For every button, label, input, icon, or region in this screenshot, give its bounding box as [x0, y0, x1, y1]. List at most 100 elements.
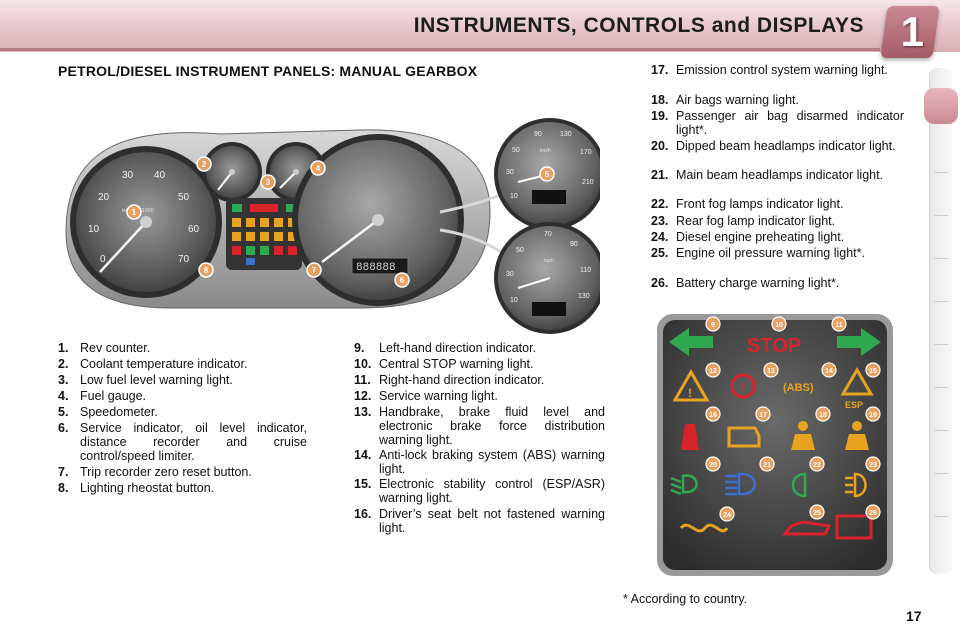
callout-17: 17: [755, 406, 771, 422]
item-number: 14.: [354, 448, 372, 462]
item-number: 4.: [58, 389, 69, 403]
oil-pressure-icon: [782, 520, 832, 536]
battery-icon: [835, 514, 873, 540]
item-number: 19.: [651, 109, 669, 123]
item-text: Service indicator, oil level indicator, …: [80, 421, 307, 463]
item-text: Driver’s seat belt not fastened warning …: [379, 507, 605, 535]
mph-tick: 110: [580, 267, 591, 274]
item-text: Main beam headlamps indicator light.: [676, 168, 884, 182]
footnote: * According to country.: [623, 592, 748, 606]
svg-text:26: 26: [869, 510, 877, 517]
mph-tick: 10: [510, 297, 518, 304]
speedometer-dial: 888888: [292, 134, 464, 306]
callout-13: 13: [763, 362, 779, 378]
callout-14: 14: [821, 362, 837, 378]
list-item: 25.Engine oil pressure warning light*.: [651, 246, 904, 260]
item-text: Rev counter.: [80, 341, 151, 355]
list-item: 2.Coolant temperature indicator.: [58, 357, 307, 371]
list-item: 19. Passenger air bag disarmed indicator …: [651, 109, 904, 137]
tab-divider: [934, 344, 948, 345]
callout-24: 24: [719, 506, 735, 522]
kmh-tick: 90: [534, 131, 542, 138]
rev-tick-label: 70: [178, 254, 190, 265]
item-number: 5.: [58, 405, 69, 419]
callout-16: 16: [705, 406, 721, 422]
list-item: 20.Dipped beam headlamps indicator light…: [651, 139, 904, 153]
dipped-beam-icon: [670, 474, 698, 496]
kmh-tick: 170: [580, 149, 592, 156]
item-number: 26.: [651, 276, 669, 290]
svg-text:14: 14: [825, 368, 833, 375]
callout-23: 23: [865, 456, 881, 472]
svg-text:6: 6: [400, 276, 405, 285]
callout-15: 15: [865, 362, 881, 378]
list-item: 15.Electronic stability control (ESP/ASR…: [354, 477, 605, 505]
list-item: 4. Fuel gauge.: [58, 389, 307, 403]
kmh-unit: km/h: [540, 148, 551, 154]
svg-text:17: 17: [759, 412, 767, 419]
page-title: INSTRUMENTS, CONTROLS and DISPLAYS: [413, 14, 864, 37]
item-text: Trip recorder zero reset button.: [80, 465, 252, 479]
svg-text:(ABS): (ABS): [783, 382, 814, 394]
callout-18: 18: [815, 406, 831, 422]
svg-text:!: !: [740, 380, 744, 394]
chapter-tab-active[interactable]: [924, 88, 958, 124]
item-text: Passenger air bag disarmed indicator lig…: [676, 109, 904, 137]
item-number: 18.: [651, 93, 669, 107]
item-text: Service warning light.: [379, 389, 498, 403]
coolant-gauge: [202, 142, 262, 202]
engine-warning-icon: [727, 426, 761, 448]
service-warning-icon: [672, 368, 710, 402]
list-item: 11.Right-hand direction indicator.: [354, 373, 605, 387]
mph-tick: 90: [570, 241, 578, 248]
rev-tick-label: 10: [88, 224, 100, 235]
rev-tick-label: 40: [154, 170, 166, 181]
tab-divider: [934, 473, 948, 474]
callout-26: 26: [865, 504, 881, 520]
svg-text:21: 21: [763, 462, 771, 469]
svg-text:12: 12: [709, 368, 717, 375]
kmh-tick: 30: [506, 169, 514, 176]
speedometer-needle: [321, 219, 379, 263]
section-title: PETROL/DIESEL INSTRUMENT PANELS: MANUAL …: [58, 63, 478, 79]
svg-text:ESP: ESP: [845, 400, 863, 410]
right-indicator-icon: [837, 328, 881, 356]
abs-warning-icon: (ABS): [783, 382, 814, 394]
item-number: 10.: [354, 357, 372, 371]
svg-text:19: 19: [869, 412, 877, 419]
item-text: Low fuel level warning light.: [80, 373, 233, 387]
kmh-tick: 210: [582, 179, 594, 186]
instrument-panel-illustration: 0 10 20 30 40 50 60 70 tr/min x 1000: [65, 118, 600, 334]
callout-3: 3: [260, 174, 276, 190]
odometer-value: 888888: [356, 262, 396, 274]
item-number: 25.: [651, 246, 669, 260]
seatbelt-warning-icon: [681, 424, 699, 450]
item-number: 7.: [58, 465, 69, 479]
odometer-display: [351, 257, 409, 275]
svg-text:18: 18: [819, 412, 827, 419]
mph-unit: mph: [544, 258, 554, 264]
mph-tick: 130: [578, 293, 590, 300]
item-number: 8.: [58, 481, 69, 495]
header-band: [0, 0, 960, 52]
svg-text:15: 15: [869, 368, 877, 375]
panel-callouts: 1 2 3 4 5 6 7 8: [126, 156, 555, 288]
kmh-tick: 50: [512, 147, 520, 154]
mph-tick: 70: [544, 231, 552, 238]
item-number: 17.: [651, 63, 669, 77]
callout-4: 4: [310, 160, 326, 176]
esp-warning-icon: ESP: [840, 367, 874, 410]
item-number: 9.: [354, 341, 365, 355]
callout-21: 21: [759, 456, 775, 472]
item-text: Fuel gauge.: [80, 389, 147, 403]
list-item: 7. Trip recorder zero reset button.: [58, 465, 307, 479]
item-number: 2.: [58, 357, 69, 371]
item-text: Right-hand direction indicator.: [379, 373, 545, 387]
list-item: 10.Central STOP warning light.: [354, 357, 605, 371]
list-item: 23.Rear fog lamp indicator light.: [651, 214, 904, 228]
item-number: 1.: [58, 341, 69, 355]
rev-tick-label: 0: [100, 254, 106, 265]
callout-1: 1: [126, 204, 142, 220]
svg-text:7: 7: [312, 266, 317, 275]
tab-divider: [934, 215, 948, 216]
